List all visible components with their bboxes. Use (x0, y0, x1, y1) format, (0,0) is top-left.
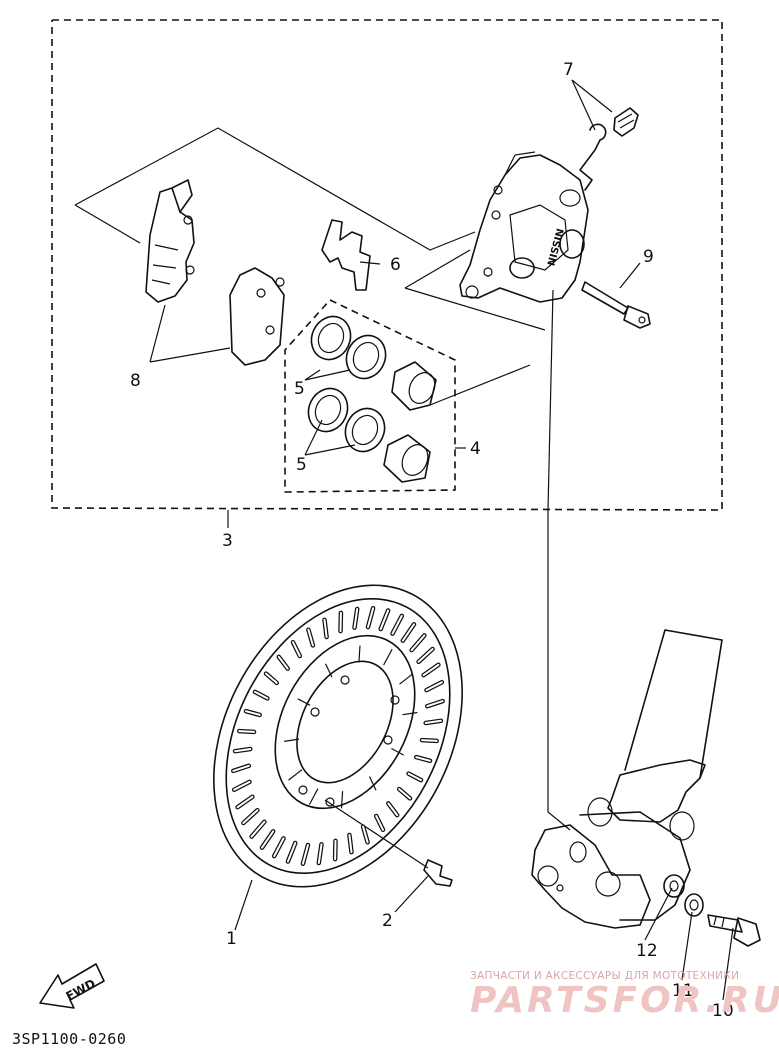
disc-spoke (391, 747, 404, 756)
callout-6: 6 (390, 255, 401, 275)
disc-vent-slot-inner (425, 681, 443, 692)
forward-direction-arrow: FWD (39, 963, 105, 1009)
disc-vent-slot-inner (286, 842, 297, 863)
pistons (383, 361, 437, 483)
disc-vent-slot-inner (232, 764, 250, 772)
disc-spoke (324, 663, 333, 678)
disc-vent-slot-inner (391, 614, 403, 635)
disc-spoke (358, 645, 361, 663)
callout-7: 7 (563, 60, 574, 80)
callout-11: 11 (672, 981, 694, 1001)
disc-spoke (399, 673, 414, 685)
disc-vent-slot-inner (245, 710, 261, 716)
disc-spoke (297, 698, 311, 706)
seal-kit-box-outline (284, 299, 456, 493)
watermark-logo: PARTSFOR.RU (470, 980, 779, 1021)
disc-vent-slot-inner (426, 700, 444, 708)
disc-vent-slot-inner (415, 756, 431, 762)
callout-9: 9 (643, 247, 654, 267)
washer-11 (684, 893, 704, 917)
disc-vent-slot-inner (307, 628, 314, 647)
callout-12: 12 (636, 941, 658, 961)
disc-vent-slot-inner (353, 608, 359, 629)
disc-vent-slot-inner (277, 655, 289, 670)
disc-vent-slot-inner (233, 780, 251, 791)
disc-vent-slot-inner (422, 663, 440, 677)
disc-vent-slot-inner (387, 802, 399, 817)
disc-vent-slot-inner (273, 837, 285, 858)
disc-vent-slot-inner (407, 772, 422, 782)
disc-vent-slot-inner (234, 748, 252, 753)
disc-vent-slot-inner (348, 834, 353, 854)
disc-vent-slot-inner (261, 830, 275, 849)
callout-2: 2 (382, 911, 393, 931)
disc-spoke (288, 769, 303, 781)
brake-caliper: NISSIN (459, 151, 589, 303)
disc-vent-slot-inner (379, 609, 390, 630)
pad-spring (321, 219, 371, 291)
callout-10: 10 (712, 1001, 734, 1021)
disc-spoke (308, 788, 319, 805)
disc-spoke (402, 711, 418, 716)
disc-spoke (383, 648, 393, 666)
callout-8: 8 (130, 371, 141, 391)
disc-vent-slot-inner (421, 739, 438, 742)
disc-vent-slots (231, 605, 445, 867)
disc-vent-slot-inner (375, 815, 384, 831)
disc-vent-slot-inner (398, 788, 411, 800)
front-fork-leg (579, 629, 723, 921)
leader-lines (74, 79, 734, 1001)
disc-vent-slot-inner (250, 820, 266, 838)
disc-vent-slot-inner (236, 795, 254, 809)
brake-pad-rear (229, 267, 285, 366)
disc-spokes (284, 645, 418, 809)
callout-3: 3 (222, 531, 233, 551)
disc-vent-slot-inner (317, 843, 323, 864)
disc-spoke (284, 738, 300, 742)
callout-5b: 5 (296, 455, 307, 475)
disc-bolt (423, 859, 453, 887)
caliper-mounted-on-fork (531, 824, 651, 929)
catalog-code: 3SP1100-0260 (12, 1030, 127, 1048)
piston-seals (307, 315, 387, 453)
caliper-brand-mark: NISSIN (546, 228, 566, 268)
brake-pad-front (145, 179, 195, 303)
caliper-mount-bolt-10 (707, 914, 761, 947)
callout-4: 4 (470, 439, 481, 459)
assembly-box-outline (51, 19, 723, 511)
watermark-tagline: ЗАПЧАСТИ И АКСЕССУАРЫ ДЛЯ МОТОТЕХНИКИ (470, 970, 740, 982)
disc-vent-slot-inner (238, 730, 255, 733)
disc-vent-slot-inner (401, 623, 415, 642)
disc-vent-slot-inner (242, 809, 259, 824)
disc-vent-slot-inner (362, 825, 369, 844)
brake-disc (213, 584, 463, 888)
disc-vent-slot-inner (417, 648, 434, 663)
disc-spoke (368, 776, 377, 791)
disc-vent-slot-inner (323, 618, 328, 638)
disc-vent-slot-inner (424, 719, 442, 724)
disc-vent-slot-inner (265, 672, 278, 684)
disc-vent-slot-inner (292, 641, 301, 657)
washer-12 (663, 874, 685, 898)
disc-spoke (340, 791, 344, 809)
caliper-bolt-long (581, 281, 651, 329)
bleed-screw (579, 107, 639, 191)
disc-vent-slot-inner (410, 634, 426, 652)
callout-1: 1 (226, 929, 237, 949)
disc-vent-slot-inner (254, 690, 269, 700)
disc-vent-slot-inner (367, 607, 375, 628)
callout-5a: 5 (294, 379, 305, 399)
disc-vent-slot-inner (301, 844, 309, 865)
